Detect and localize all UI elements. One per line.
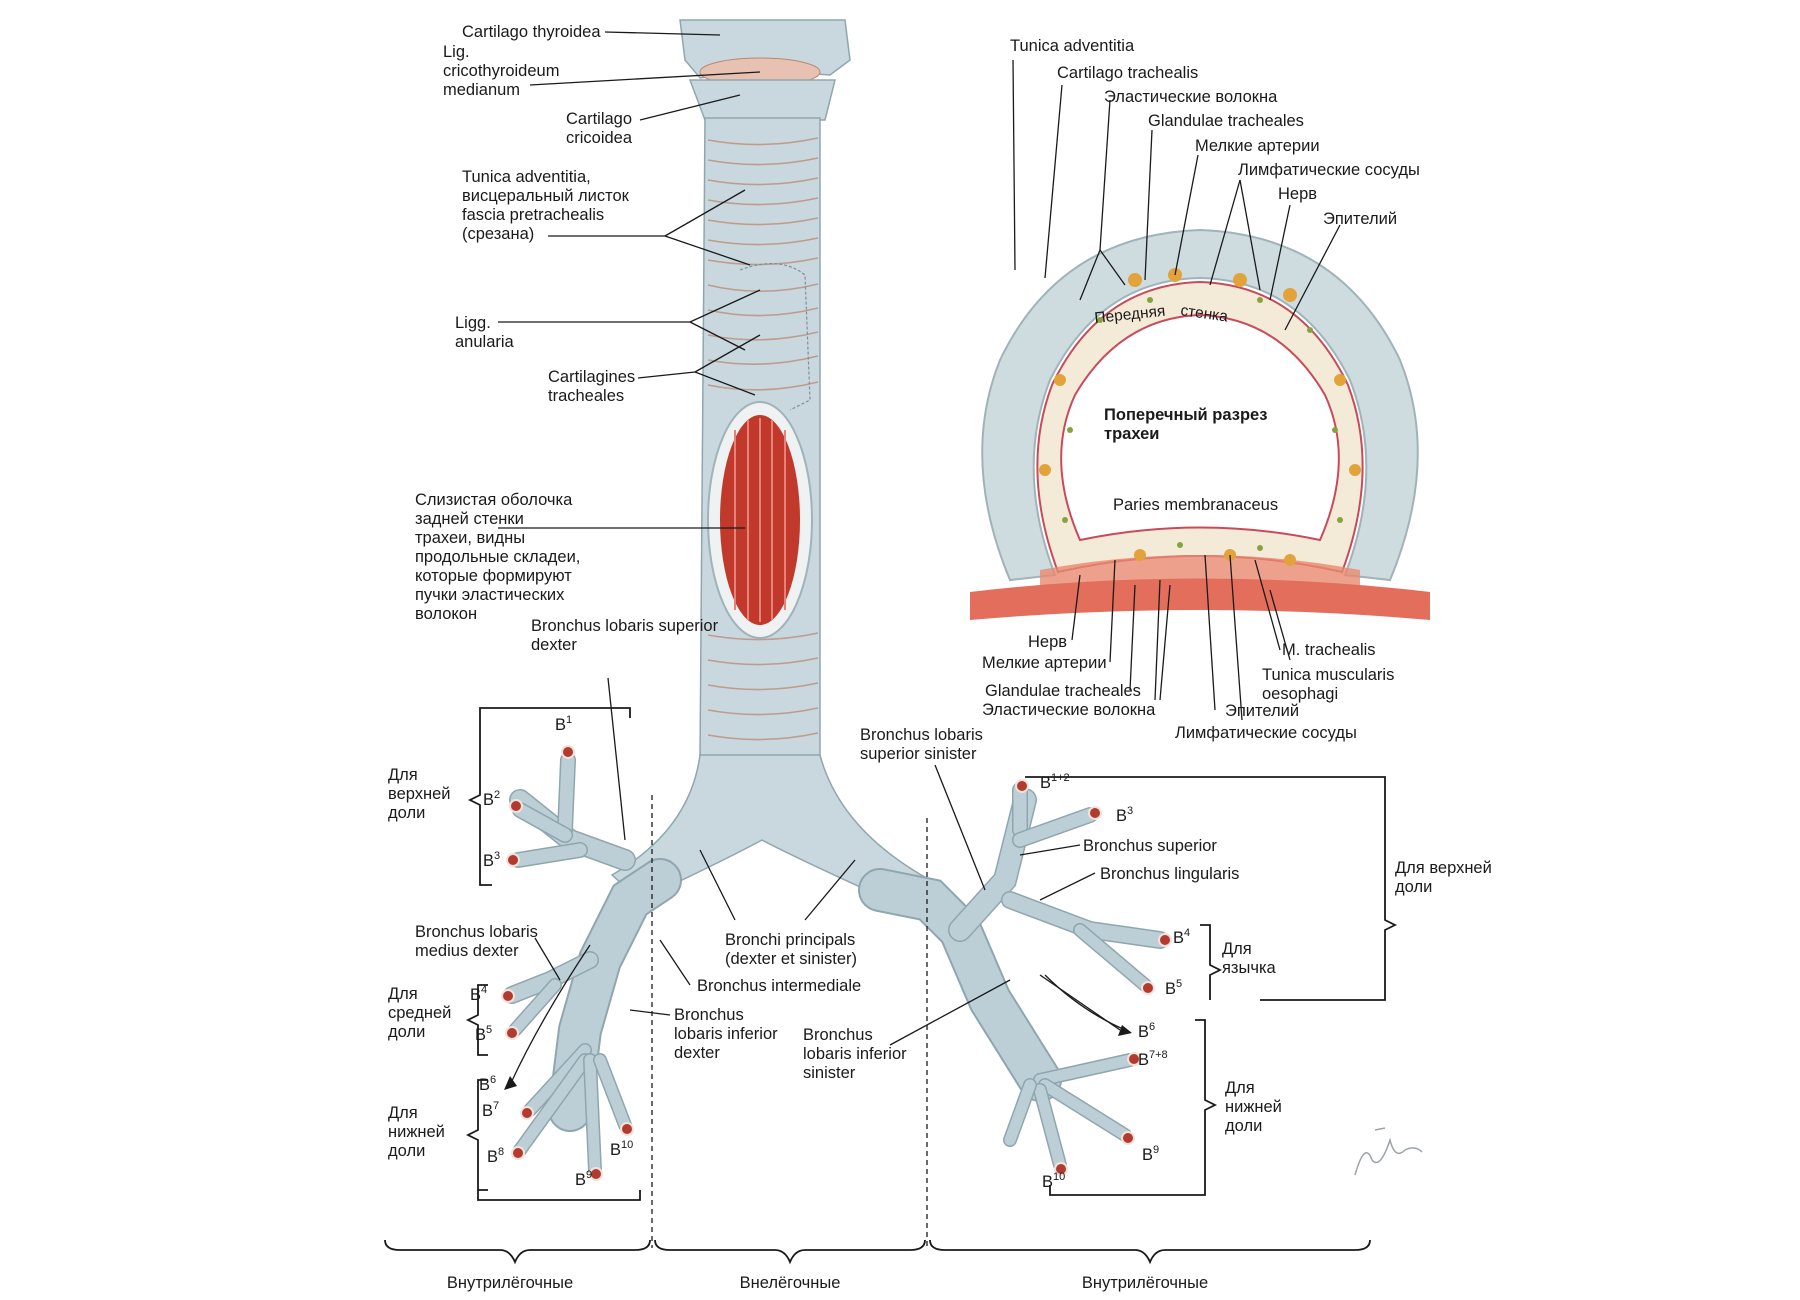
label-bronchus-lobaris-superior-sinister: Bronchus lobaris superior sinister [860, 726, 988, 763]
sec-epith-top: Эпителий [1323, 210, 1397, 228]
arrow-right-b6-head [504, 1076, 517, 1090]
fascia-cut-outline [739, 262, 811, 411]
arrow-left-b6 [1044, 974, 1126, 1031]
sec-nerve-top: Нерв [1278, 185, 1317, 203]
sec-nerve-bot: Нерв [1028, 633, 1067, 651]
label-bronchus-lobaris-superior-dexter: Bronchus lobaris superior dexter [531, 617, 723, 654]
label-ligg-anularia: Ligg. anularia [455, 314, 515, 351]
label-bronchus-lingularis: Bronchus lingularis [1100, 865, 1239, 883]
leader-lines [498, 31, 1341, 1046]
seg-r-b9: B9 [575, 1169, 592, 1189]
sec-glandulae-top: Glandulae tracheales [1148, 112, 1304, 130]
tracheal-cross-section [970, 228, 1430, 620]
label-cartilagines-tracheales: Cartilagines tracheales [548, 368, 640, 405]
segment-labels: B1 B2 B3 B4 B5 B6 B7 B8 B9 B10 B1+2 B3 B… [470, 714, 1190, 1191]
seg-r-b5: B5 [475, 1024, 492, 1044]
seg-l-b12: B1+2 [1040, 772, 1070, 792]
seg-l-b4: B4 [1173, 927, 1190, 947]
group-lingula-left: Для язычка [1222, 940, 1277, 977]
seg-l-b10: B10 [1042, 1171, 1065, 1191]
seg-l-b5: B5 [1165, 978, 1182, 998]
mucosa-fold-lines [734, 418, 786, 622]
sec-tunica-adventitia: Tunica adventitia [1010, 37, 1135, 55]
group-upper-right: Для верхней доли [388, 766, 455, 822]
seg-r-b10: B10 [610, 1139, 633, 1159]
sec-cartilago-trachealis: Cartilago trachealis [1057, 64, 1198, 82]
seg-r-b3: B3 [483, 850, 500, 870]
section-elastic-dots [1062, 297, 1343, 551]
seg-r-b6: B6 [479, 1074, 496, 1094]
seg-r-b8: B8 [487, 1146, 504, 1166]
label-bronchus-lobaris-inferior-sinister: Bronchus lobaris inferior sinister [803, 1026, 911, 1082]
label-bronchi-principals: Bronchi principals (dexter et sinister) [725, 931, 860, 968]
seg-r-b1: B1 [555, 714, 572, 734]
sec-arteries-bot: Мелкие артерии [982, 654, 1107, 672]
label-lig-cricothyroideum: Lig. cricothyroideum medianum [443, 43, 564, 99]
tracheal-rings [707, 137, 819, 741]
seg-l-b3: B3 [1116, 805, 1133, 825]
right-bronchial-tree [501, 745, 682, 1181]
group-lower-right: Для нижней доли [388, 1104, 449, 1160]
label-bronchus-lobaris-medius-dexter: Bronchus lobaris medius dexter [415, 923, 543, 960]
left-bronchial-tree [858, 779, 1172, 1176]
arrow-left-b6-head [1118, 1025, 1132, 1036]
lobe-group-labels: Для верхней доли Для средней доли Для ни… [388, 766, 1496, 1160]
cricoid-cartilage-shape [688, 79, 836, 121]
group-lower-left: Для нижней доли [1225, 1079, 1286, 1135]
label-tunica-adventitia-visceral: Tunica adventitia, висцеральный листок f… [462, 168, 633, 243]
footer-labels: Внутрилёгочные Внелёгочные Внутрилёгочны… [447, 1274, 1208, 1292]
group-upper-left: Для верхней доли [1395, 859, 1496, 896]
braces [384, 707, 1398, 1265]
sec-glandulae-bot: Glandulae tracheales [985, 682, 1141, 700]
label-cartilago-cricoidea: Cartilago cricoidea [566, 110, 637, 147]
seg-l-b9: B9 [1142, 1144, 1159, 1164]
label-bronchus-lobaris-inferior-dexter: Bronchus lobaris inferior dexter [674, 1006, 782, 1062]
sec-lymph-bot: Лимфатические сосуды [1175, 724, 1357, 742]
sec-m-trachealis: M. trachealis [1282, 641, 1376, 659]
section-cartilage-ring [981, 228, 1419, 582]
seg-l-b6: B6 [1138, 1021, 1155, 1041]
section-oesophagus-muscle [970, 578, 1430, 620]
seg-r-b7: B7 [482, 1100, 499, 1120]
seg-r-b4: B4 [470, 984, 487, 1004]
artist-signature [1354, 1127, 1423, 1176]
sec-title: Поперечный разрез трахеи [1104, 406, 1272, 443]
sec-elastic-bot: Эластические волокна [982, 701, 1156, 719]
label-mucosa-posterior-wall: Слизистая оболочка задней стенки трахеи,… [415, 491, 585, 623]
sec-elastic-top: Эластические волокна [1104, 88, 1278, 106]
sec-front-wall-2: стенка [1179, 302, 1229, 326]
arrow-right-b6 [509, 944, 591, 1086]
cross-section-labels: Tunica adventitia Cartilago trachealis Э… [982, 37, 1420, 742]
sec-paries-membranaceus: Paries membranaceus [1113, 496, 1278, 514]
sec-epith-bot: Эпителий [1225, 702, 1299, 720]
sec-lymph-top: Лимфатические сосуды [1238, 161, 1420, 179]
label-bronchus-intermediale: Bronchus intermediale [697, 977, 861, 995]
footer-extra: Внелёгочные [740, 1274, 841, 1292]
sec-arteries-top: Мелкие артерии [1195, 137, 1320, 155]
footer-intra-right: Внутрилёгочные [1082, 1274, 1208, 1292]
footer-intra-left: Внутрилёгочные [447, 1274, 573, 1292]
trachea-labels: Cartilago thyroidea Lig. cricothyroideum… [415, 23, 1239, 1082]
seg-l-b78: B7+8 [1138, 1049, 1168, 1069]
sec-tunica-muscularis: Tunica muscularis oesophagi [1262, 666, 1399, 703]
tracheal-bifurcation [610, 754, 932, 906]
label-cartilago-thyroidea: Cartilago thyroidea [462, 23, 601, 41]
label-bronchus-superior: Bronchus superior [1083, 837, 1217, 855]
section-lumen [1060, 313, 1340, 542]
trachea-illustration [501, 19, 1172, 1181]
seg-r-b2: B2 [483, 789, 500, 809]
group-middle-right: Для средней доли [388, 985, 456, 1041]
